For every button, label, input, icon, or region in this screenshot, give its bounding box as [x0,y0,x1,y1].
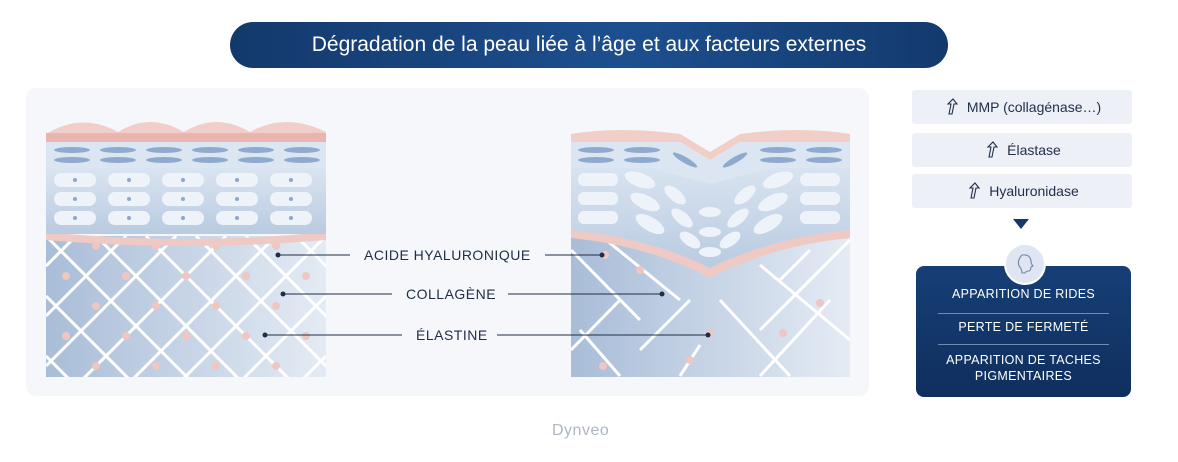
enzyme-label: Élastase [1007,142,1061,158]
effects-divider [938,344,1109,345]
effects-divider [938,313,1109,314]
leader-dots [262,252,711,338]
effect-wrinkles: APPARITION DE RIDES [952,287,1095,301]
young-basement-membrane [46,232,326,246]
young-skin [46,122,326,377]
arrow-up-icon [986,141,999,158]
label-collagen: COLLAGÈNE [406,286,497,302]
leader-lines [265,254,708,336]
young-cell-nuclei [73,178,293,220]
chevron-down-icon [1013,219,1029,229]
young-flat-cells [54,147,320,163]
label-elastin: ÉLASTINE [416,327,488,343]
label-hyaluronic-acid: ACIDE HYALURONIQUE [364,247,531,263]
young-stratum-granulosum [46,142,326,168]
young-corneum-line [46,133,326,142]
enzyme-label: Hyaluronidase [989,183,1079,199]
effect-pigment-spots: APPARITION DE TACHES PIGMENTAIRES [946,353,1101,383]
aged-stratum-corneum [571,130,850,160]
enzyme-hyaluronidase: Hyaluronidase [912,174,1132,208]
young-elastin-nodes [62,242,310,370]
aged-cells [578,171,840,257]
enzyme-elastase: Élastase [912,133,1132,167]
arrow-up-icon [968,182,981,199]
aged-skin [571,130,850,377]
arrow-up-icon [946,98,958,115]
title-banner: Dégradation de la peau liée à l’âge et a… [230,22,948,68]
young-collagen-network [46,236,326,377]
effects-box: APPARITION DE RIDES PERTE DE FERMETÉ APP… [916,266,1131,397]
enzyme-label: MMP (collagénase…) [966,99,1102,115]
face-profile-icon [1004,243,1046,285]
brand-logo: Dynveo [552,422,610,439]
aged-flat-cells [578,147,842,168]
young-dermis [46,236,326,377]
effect-firmness-loss: PERTE DE FERMETÉ [958,320,1089,334]
diagram-title: Dégradation de la peau liée à l’âge et a… [311,33,867,56]
enzyme-mmp: MMP (collagénase…) [912,90,1132,124]
